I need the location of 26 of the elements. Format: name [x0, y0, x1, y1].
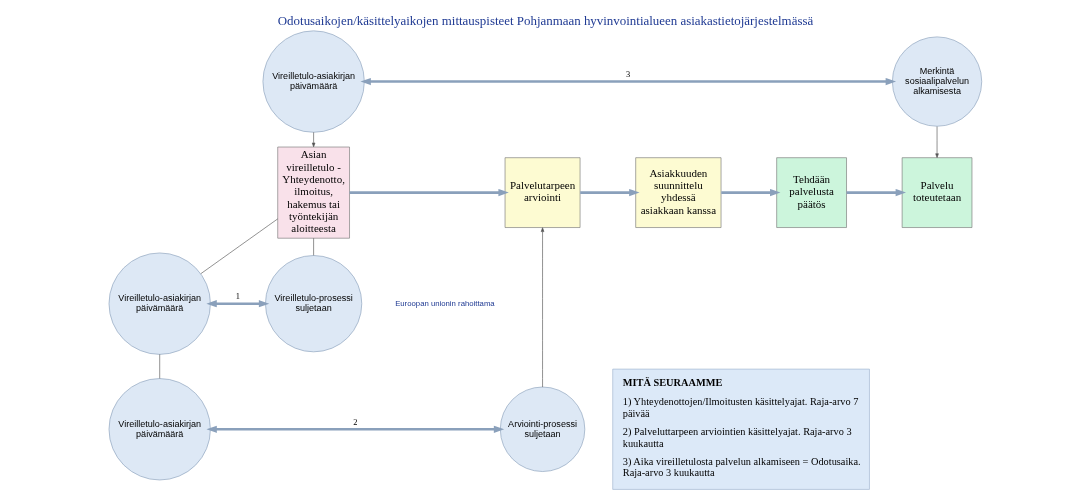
- node-box: Palvelu toteutetaan: [901, 156, 972, 228]
- arrow: [311, 131, 315, 147]
- node-circle: Vireilletulo-asiakirjan päivämäärä: [108, 252, 211, 355]
- arrow: [205, 425, 504, 433]
- arrow: [349, 188, 509, 196]
- arrow: [579, 188, 640, 196]
- node-circle: Vireilletulo-asiakirjan päivämäärä: [262, 30, 365, 133]
- node-circle: Merkintä sosiaalipalvelun alkamisesta: [891, 36, 982, 127]
- node-box: Palvelutarpeen arviointi: [504, 156, 580, 228]
- connector: [200, 218, 278, 274]
- node-circle: Arviointi-prosessi suljetaan: [499, 386, 585, 472]
- node-box: Asiakkuuden suunnittelu yhdessä asiakkaan kanssa: [634, 156, 721, 228]
- arrow: [720, 188, 780, 196]
- connector: [312, 237, 314, 256]
- arrow: [359, 77, 896, 85]
- node-box: Asian vireilletulo - Yhteydenotto, ilmoitus, hakemus tai työntekijän aloitteesta: [276, 146, 350, 239]
- arrow: [205, 299, 269, 307]
- arrow: [934, 125, 939, 158]
- arrow: [846, 188, 906, 196]
- node-box: Tehdään palvelusta päätös: [775, 156, 847, 228]
- connector: [158, 353, 160, 379]
- node-circle: Vireilletulo-prosessi suljetaan: [264, 254, 362, 352]
- node-circle: Vireilletulo-asiakirjan päivämäärä: [108, 377, 211, 480]
- diagram-title: Odotusaikojen/käsittelyaikojen mittauspisteet Pohjanmaan hyvinvointialueen asiakastietojärjestelmässä: [277, 12, 813, 28]
- node-box: MITÄ SEURAAMME 1) Yhteydenottojen/Ilmoitusten käsittelyajat. Raja-arvo 7 päivää 2) Palveluttarpeen arviointien käsittelyajat. Raja-arvo 3 kuukautta 3) Aika vireilletulosta palvelun alkamiseen = Odotusaika. Raja-arvo 3 kuukautta: [611, 368, 870, 490]
- arrow: [540, 226, 544, 387]
